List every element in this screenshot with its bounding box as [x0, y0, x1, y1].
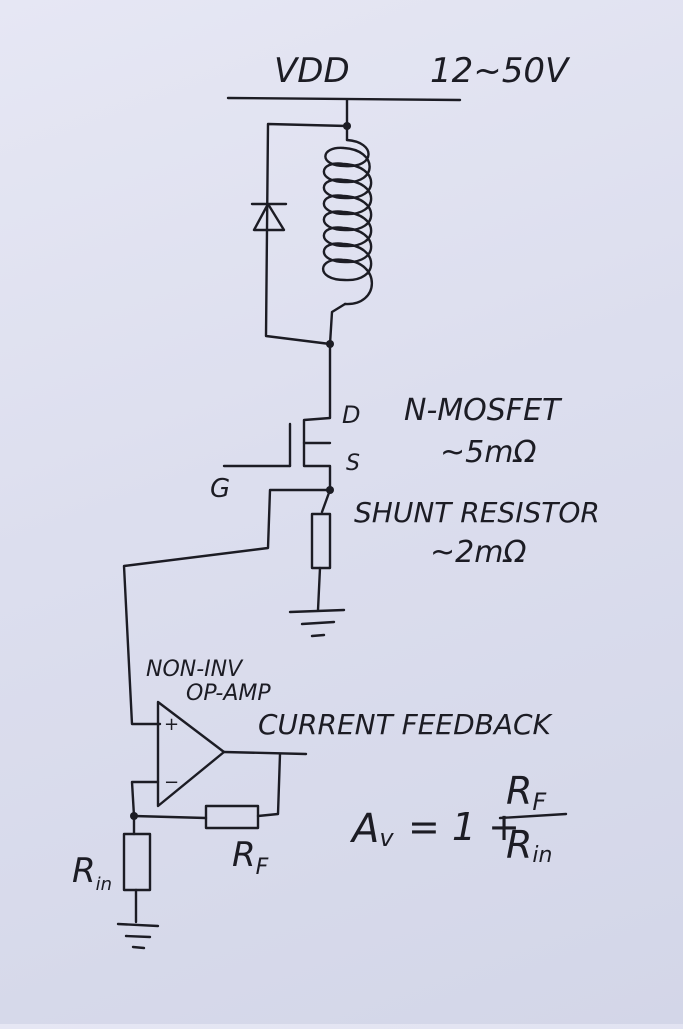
gain-formula: Av = 1 + RF Rin — [349, 769, 568, 868]
shunt-label: SHUNT RESISTOR — [354, 496, 600, 529]
inverting-input-wire — [130, 780, 208, 820]
gain-av: Av — [349, 806, 394, 852]
source-label: S — [346, 451, 360, 476]
feedback-wire — [256, 752, 282, 818]
mosfet-type-label: N-MOSFET — [404, 393, 563, 428]
sense-wire — [122, 488, 332, 726]
shunt-ground-symbol — [288, 608, 346, 638]
drain-label: D — [342, 401, 360, 429]
mosfet-rdson-label: ~5mΩ — [440, 435, 536, 470]
gain-numerator: RF — [506, 769, 547, 816]
n-mosfet — [222, 342, 332, 492]
gate-label: G — [210, 474, 230, 504]
opamp-minus-sign: − — [164, 772, 179, 793]
shunt-resistor — [310, 488, 332, 612]
gain-denominator: Rin — [506, 823, 552, 868]
gain-equals-one-plus: = 1 + — [408, 805, 520, 849]
rf-resistor — [204, 804, 260, 830]
shunt-value-label: ~2mΩ — [430, 535, 526, 570]
opamp-label-line2: OP-AMP — [186, 681, 271, 706]
current-feedback-label: CURRENT FEEDBACK — [258, 708, 554, 741]
rf-label: RF — [232, 835, 269, 880]
op-amp — [156, 700, 226, 808]
opamp-plus-sign: + — [164, 714, 179, 735]
vdd-range-label: 12~50V — [430, 51, 571, 91]
inductor-coil — [321, 124, 373, 346]
opamp-output-wire — [222, 750, 308, 756]
flyback-diode — [250, 202, 288, 232]
opamp-label-line1: NON-INV — [146, 657, 244, 682]
rin-ground-symbol — [116, 922, 160, 950]
rin-label: Rin — [72, 851, 112, 895]
vdd-rail — [226, 96, 462, 102]
vdd-label: VDD — [274, 51, 350, 91]
rin-resistor — [122, 814, 152, 924]
